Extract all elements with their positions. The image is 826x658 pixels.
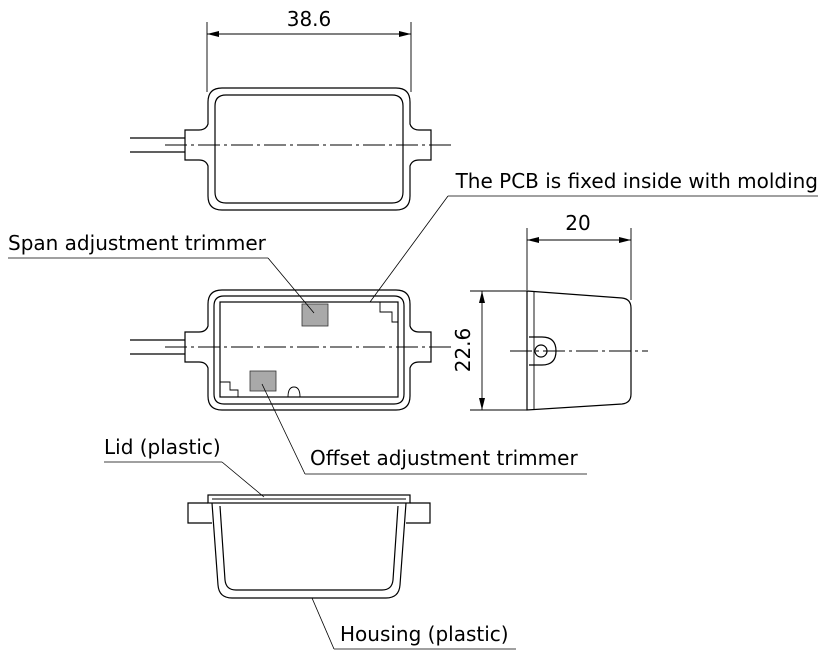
pcb-note-label: The PCB is fixed inside with molding [455, 169, 818, 193]
offset-trimmer [249, 370, 277, 392]
side-view: 20 22.6 [451, 211, 648, 411]
housing-label: Housing (plastic) [340, 622, 509, 646]
span-trimmer [301, 303, 329, 327]
span-trimmer-label: Span adjustment trimmer [8, 231, 267, 255]
bottom-view [187, 494, 431, 599]
top-view: 38.6 [130, 7, 455, 211]
offset-trimmer-label: Offset adjustment trimmer [310, 446, 578, 470]
depth-dimension-label: 20 [565, 211, 590, 235]
lid-label: Lid (plastic) [104, 435, 221, 459]
width-dimension-label: 38.6 [287, 7, 332, 31]
middle-view [130, 289, 455, 411]
callouts: The PCB is fixed inside with molding Spa… [8, 169, 818, 650]
height-dimension-label: 22.6 [451, 328, 475, 373]
